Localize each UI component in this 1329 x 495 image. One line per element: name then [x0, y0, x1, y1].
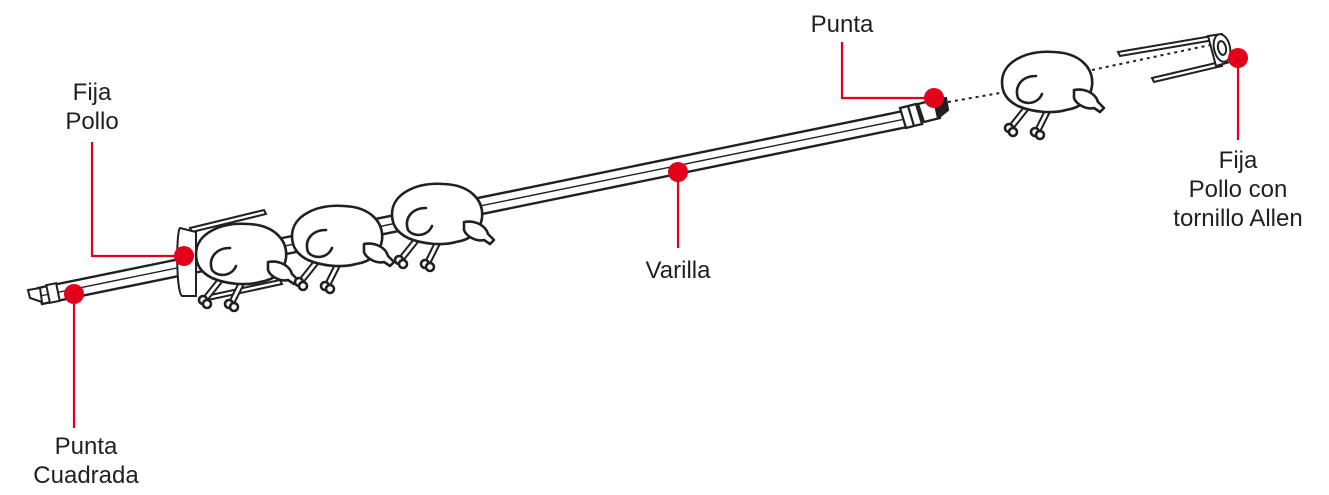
- chicken-4: [1002, 52, 1104, 139]
- label-allen-line-1: Fija: [1218, 147, 1258, 174]
- callout-dot-fija-pollo: [174, 246, 194, 266]
- label-punta-cuadrada-line-2: Cuadrada: [33, 462, 139, 489]
- callout-dot-punta-cuadrada: [64, 284, 84, 304]
- callout-dot-punta: [924, 88, 944, 108]
- label-allen-line-3: tornillo Allen: [1173, 205, 1303, 232]
- alignment-dotted-line: [947, 92, 1001, 103]
- label-fija-pollo: Fija Pollo: [65, 78, 118, 136]
- label-punta-cuadrada-line-1: Punta: [54, 433, 118, 460]
- label-punta: Punta: [810, 11, 874, 38]
- callout-dot-varilla: [668, 162, 688, 182]
- label-fija-pollo-allen: Fija Pollo con tornillo Allen: [1173, 146, 1302, 233]
- label-punta-cuadrada: Punta Cuadrada: [33, 432, 138, 490]
- label-fija-pollo-line-1: Fija: [72, 79, 112, 106]
- callout-dot-allen: [1228, 48, 1248, 68]
- callout-lines: [72, 42, 1240, 428]
- label-allen-line-2: Pollo con: [1188, 176, 1288, 203]
- label-varilla: Varilla: [645, 257, 711, 284]
- right-fork: [1116, 32, 1232, 84]
- label-fija-pollo-line-2: Pollo: [65, 108, 119, 135]
